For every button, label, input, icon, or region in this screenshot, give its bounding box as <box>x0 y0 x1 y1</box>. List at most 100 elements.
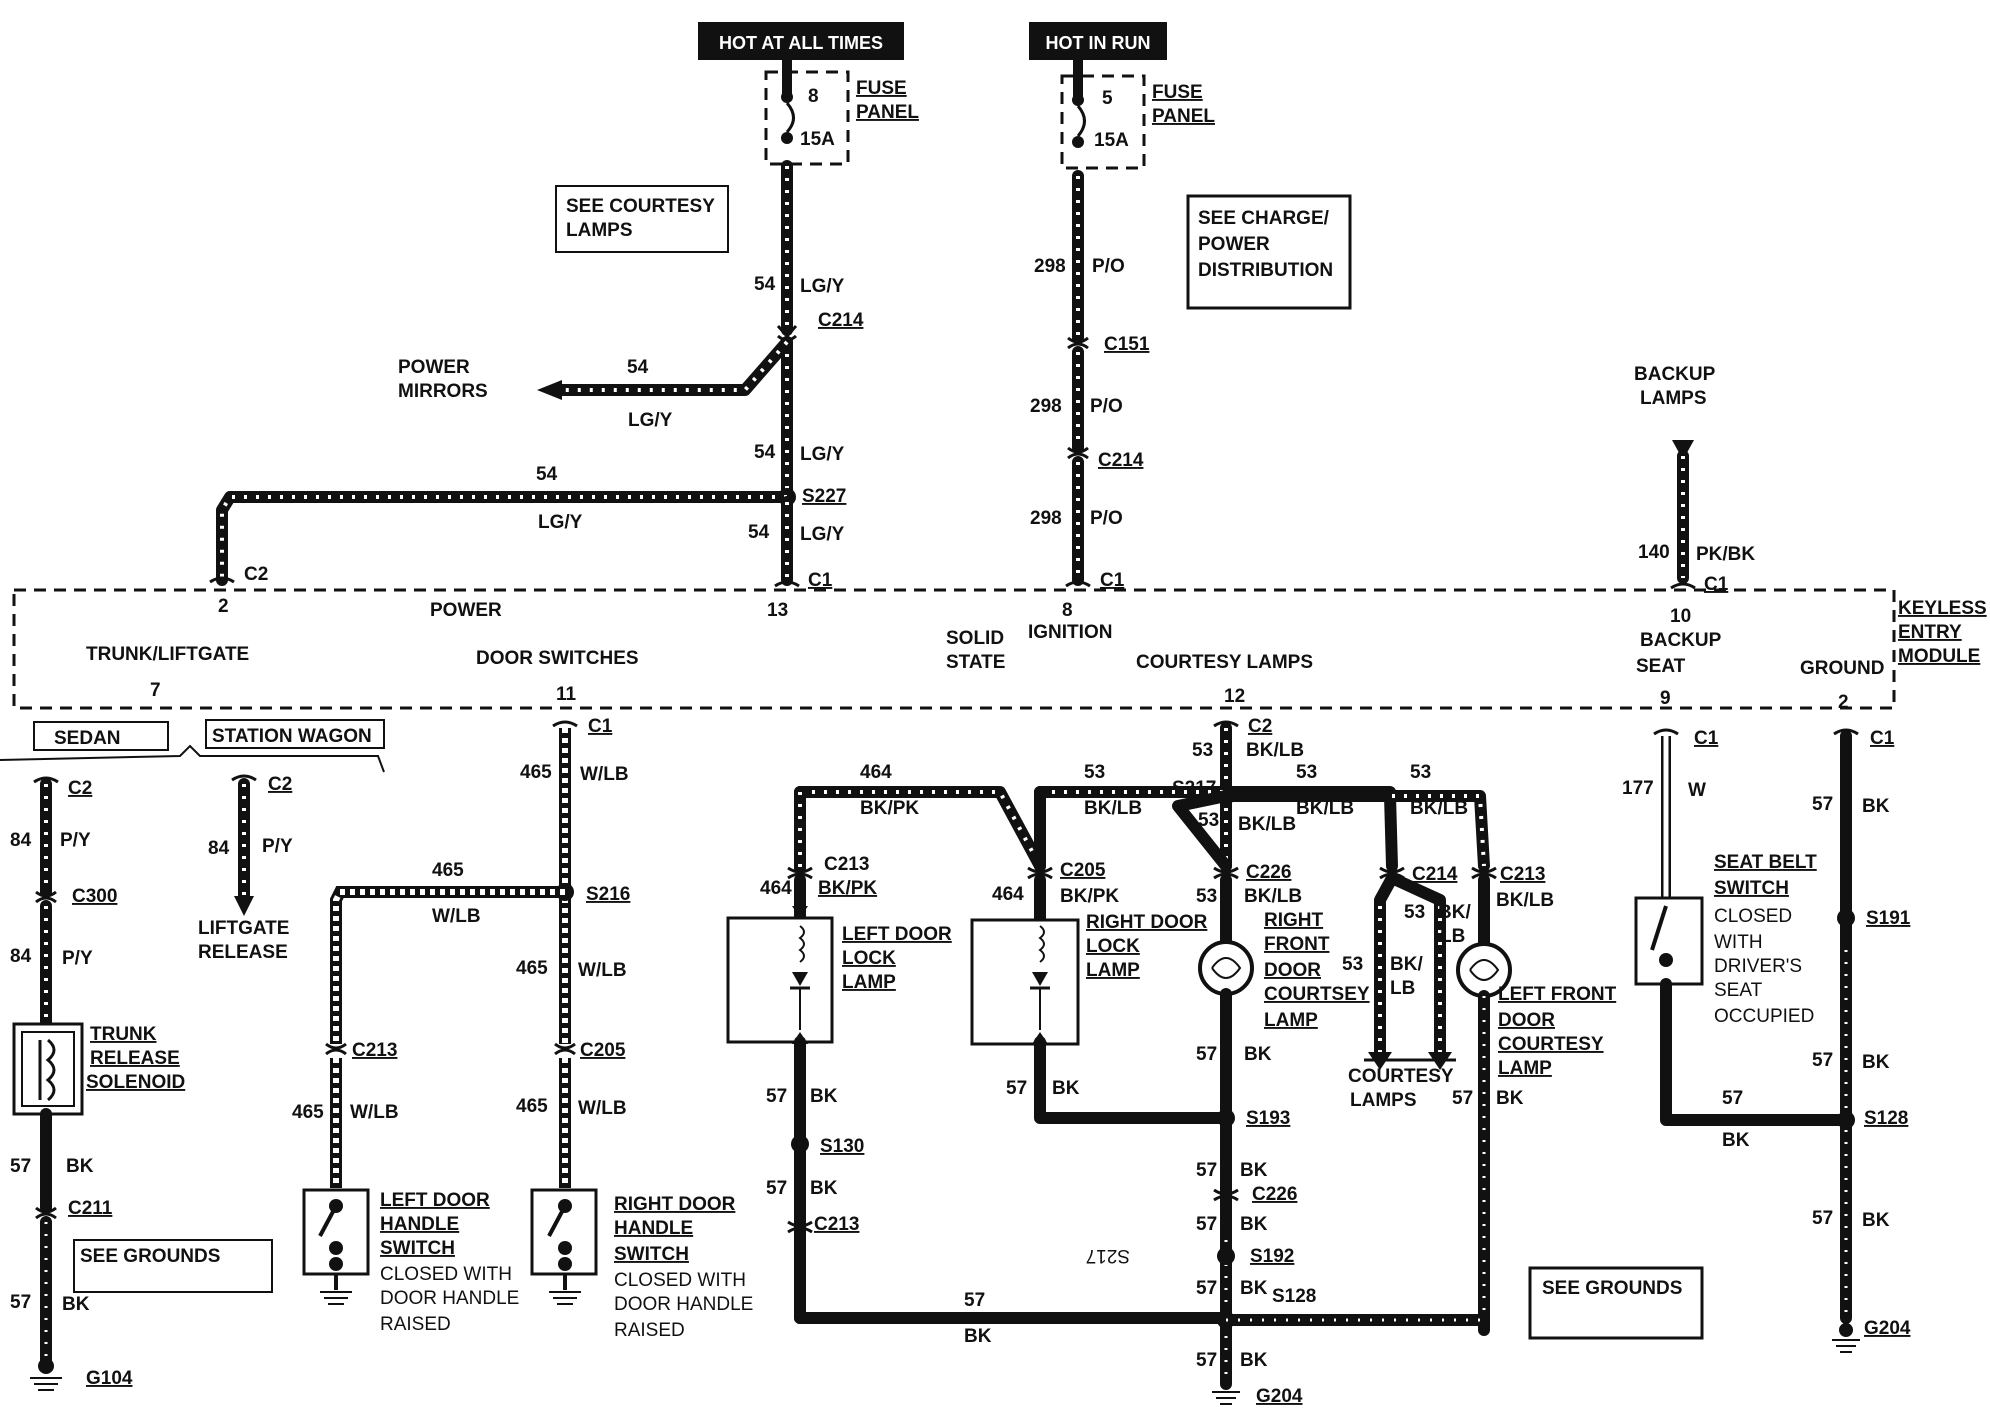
see-grounds-left-note <box>73 1239 273 1293</box>
s128-label-lower: S128 <box>1272 1286 1316 1307</box>
wire-57-label-mg-a: 57 <box>1812 794 1833 815</box>
fuse-8-element <box>785 102 795 134</box>
c213-connector-lfd-top <box>1471 866 1497 874</box>
ldl-resistor-icon <box>798 925 805 963</box>
wire-54-color-b: LG/Y <box>800 444 845 465</box>
wire-53-color-bus-c: BK/LB <box>1410 798 1468 819</box>
s130-splice <box>791 1135 809 1153</box>
c1-label-13: C1 <box>808 570 833 591</box>
c213-connector-ldl-top <box>787 866 813 874</box>
keyless-entry-module <box>12 588 1896 710</box>
pin-2-bottom: 2 <box>1838 692 1849 713</box>
c214-label-mid: C214 <box>1098 450 1144 471</box>
sb-label-7: OCCUPIED <box>1714 1006 1814 1027</box>
c213-label-lfd: C213 <box>1500 864 1545 885</box>
wire-57-label-bus: 57 <box>964 1290 985 1311</box>
wire-57-label-trunk-a: 57 <box>10 1156 31 1177</box>
wire-53-label-c226: 53 <box>1198 810 1219 831</box>
wire-53-color-lfd: BK/LB <box>1496 890 1554 911</box>
station-wagon-label: STATION WAGON <box>212 726 372 747</box>
ldh-switch-contact-mid <box>329 1241 343 1255</box>
c300-connector-bottom <box>35 896 57 904</box>
g204-label-right: G204 <box>1864 1318 1911 1339</box>
s217-body-label: S217 <box>1086 1245 1130 1266</box>
rdh-label-4: CLOSED WITH <box>614 1270 746 1291</box>
wire-465-left-stripe <box>333 889 565 1044</box>
wire-53-courtesy-b <box>1386 872 1446 1058</box>
sb-switch-blade-icon <box>1650 905 1668 951</box>
see-courtesy-line-1: SEE COURTESY <box>566 196 715 217</box>
wire-57-color-trunk-b: BK <box>62 1294 90 1315</box>
ldh-switch-contact-bottom <box>329 1257 343 1271</box>
pin-12: 12 <box>1224 686 1245 707</box>
s216-label: S216 <box>586 884 630 905</box>
fuse-5-box <box>1060 74 1146 170</box>
s128-label-right: S128 <box>1864 1108 1908 1129</box>
see-grounds-right-label: SEE GROUNDS <box>1542 1278 1682 1299</box>
rdl-label-3: LAMP <box>1086 960 1140 981</box>
c2-label-sedan: C2 <box>68 778 92 799</box>
trunk-label-3: SOLENOID <box>86 1072 185 1093</box>
wire-57-color-rfd-a: BK <box>1244 1044 1272 1065</box>
module-ground-label: GROUND <box>1800 658 1884 679</box>
fuse-8-rating: 15A <box>800 129 835 150</box>
wire-84-color-a: P/Y <box>60 830 91 851</box>
lfd-label-3: COURTESY <box>1498 1034 1604 1055</box>
s193-splice <box>1217 1109 1235 1127</box>
c1-connector-10 <box>1670 582 1696 590</box>
wire-57-label-mg-c: 57 <box>1812 1208 1833 1229</box>
wire-57-color-trunk-a: BK <box>66 1156 94 1177</box>
module-ignition-label: IGNITION <box>1028 622 1112 643</box>
pin-9: 9 <box>1660 688 1671 709</box>
ldh-switch-blade-icon <box>318 1205 338 1237</box>
module-trunk-label: TRUNK/LIFTGATE <box>86 644 249 665</box>
wire-54-trunk <box>216 491 793 586</box>
wire-57-label-rfd-b: 57 <box>1196 1160 1217 1181</box>
g104-ground-icon <box>30 1377 62 1391</box>
rdl-led-icon <box>1032 972 1048 986</box>
wire-53-diag <box>1172 790 1232 872</box>
wire-53-label-courtesy-a: 53 <box>1404 902 1425 923</box>
module-backup-label: BACKUP <box>1640 630 1722 651</box>
rfd-lamp-bulb-icon <box>1198 940 1254 996</box>
c211-connector-top <box>35 1206 57 1214</box>
ldl-led-icon <box>792 972 808 986</box>
wire-53-label-bus-a: 53 <box>1084 762 1105 783</box>
ldl-label-1: LEFT DOOR <box>842 924 952 945</box>
rfd-filament-icon <box>1211 957 1242 979</box>
c2-connector-wagon <box>231 774 257 782</box>
rfd-label-5: LAMP <box>1264 1010 1318 1031</box>
wire-53-color-bus-a: BK/LB <box>1084 798 1142 819</box>
wire-57-label-lfd: 57 <box>1452 1088 1473 1109</box>
solenoid-coil-icon <box>45 1038 56 1102</box>
ldl-exit-arrow <box>792 1032 808 1044</box>
right-door-lock-lamp <box>970 918 1080 1046</box>
station-wagon-box <box>205 719 385 749</box>
ldl-label-2: LOCK <box>842 948 896 969</box>
rdh-switch-blade-icon <box>547 1205 567 1237</box>
wire-57-color-ldl-b: BK <box>810 1178 838 1199</box>
c214-connector-mid-bottom <box>1067 452 1089 460</box>
rdh-label-2: HANDLE <box>614 1218 693 1239</box>
wire-57-color-rfd-d: BK <box>1240 1278 1268 1299</box>
wire-57-label-ldl-a: 57 <box>766 1086 787 1107</box>
c2-label-12: C2 <box>1248 716 1272 737</box>
wire-464-color-ldl: BK/PK <box>818 878 877 899</box>
c213-connector-ldh-bottom <box>325 1048 347 1056</box>
rdh-label-3: SWITCH <box>614 1244 689 1265</box>
rfd-label-3: DOOR <box>1264 960 1321 981</box>
c1-connector-9 <box>1653 728 1679 736</box>
wire-57-color-lfd: BK <box>1496 1088 1524 1109</box>
wire-57-color-rfd-c: BK <box>1240 1214 1268 1235</box>
rdh-switch-contact-bottom <box>558 1257 572 1271</box>
rdh-ground-icon <box>549 1291 581 1305</box>
c2-label-wagon: C2 <box>268 774 292 795</box>
wire-57-color-bus: BK <box>964 1326 992 1347</box>
c226-label-top: C226 <box>1246 862 1291 883</box>
wire-57-ground-bus <box>794 1230 1232 1324</box>
module-name-3: MODULE <box>1898 646 1980 667</box>
wire-53-color-rfd: BK/LB <box>1244 886 1302 907</box>
wire-53-label-12: 53 <box>1192 740 1213 761</box>
lfd-label-2: DOOR <box>1498 1010 1555 1031</box>
wire-57-label-rfd-a: 57 <box>1196 1044 1217 1065</box>
